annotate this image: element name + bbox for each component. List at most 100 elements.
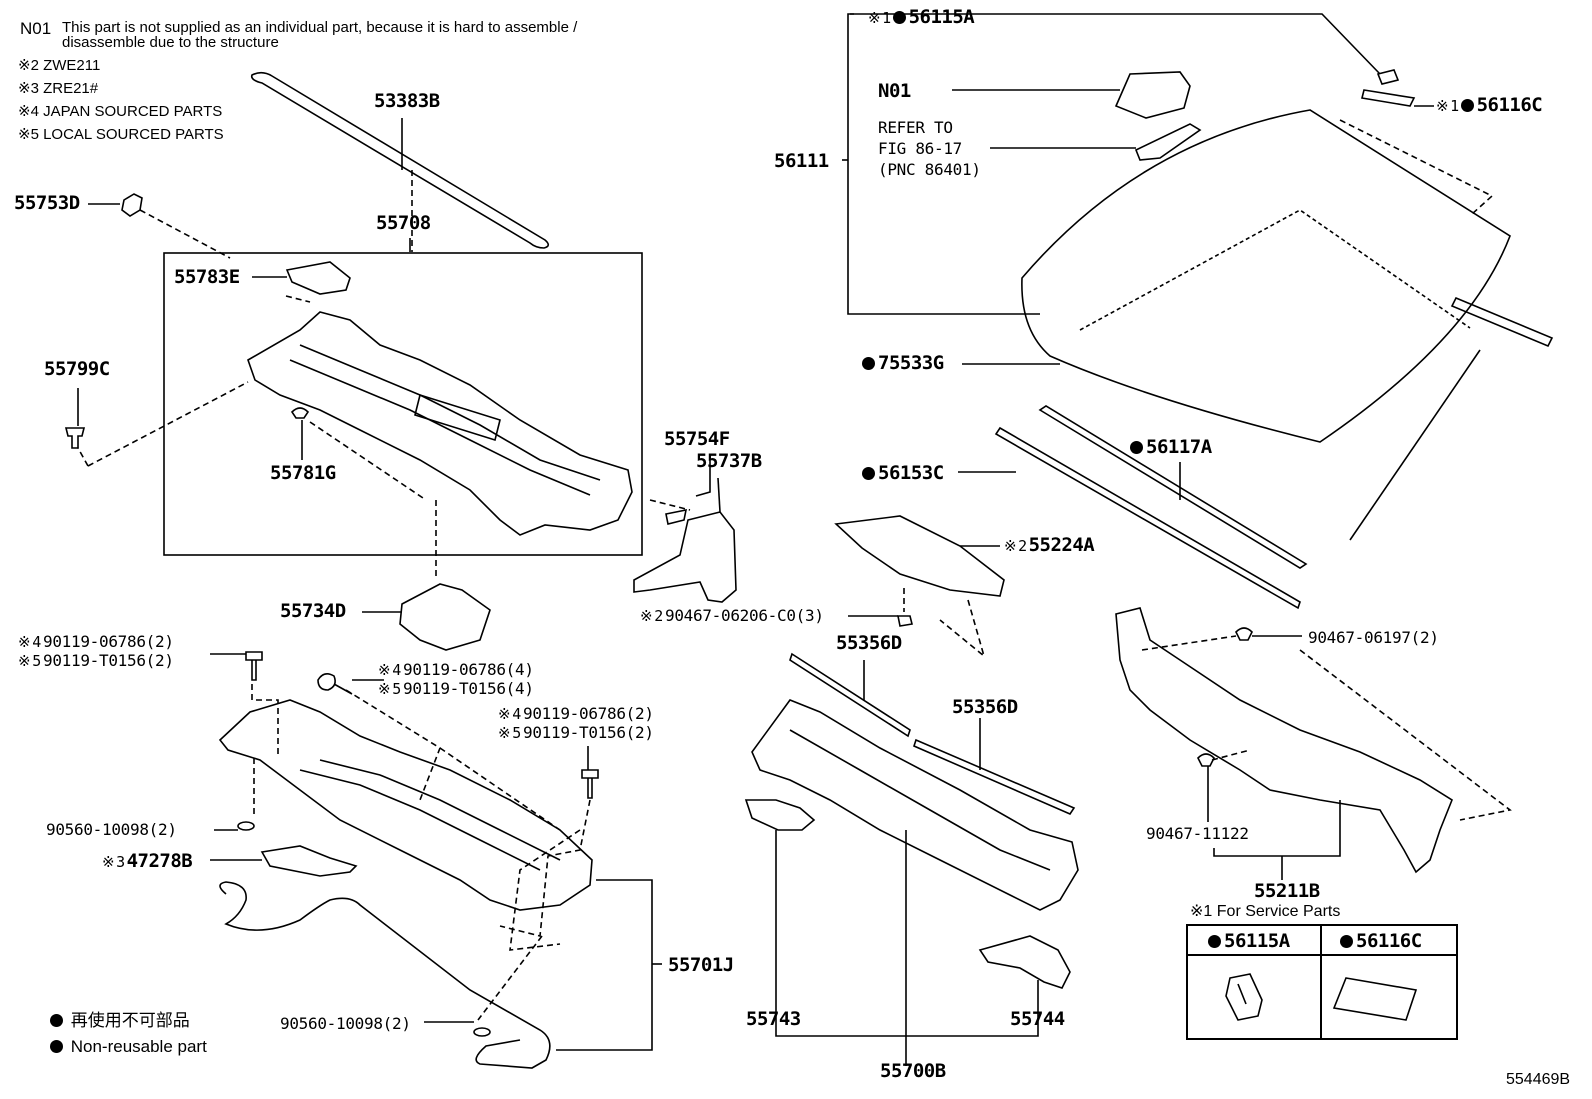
label-56153C: 56153C xyxy=(862,464,944,483)
label-90467-06197: 90467-06197(2) xyxy=(1308,628,1439,647)
clip-90467-06197 xyxy=(1235,627,1253,641)
note-5-text: 5 LOCAL SOURCED PARTS xyxy=(30,126,224,143)
non-reusable-dot-icon xyxy=(1130,441,1143,454)
ref-mark-num: 4 xyxy=(392,661,402,679)
label-refer-3: (PNC 86401) xyxy=(878,160,981,179)
nut-90467-06206 xyxy=(897,615,913,627)
label-56116C-text: 56116C xyxy=(1476,94,1543,116)
label-90467-11122: 90467-11122 xyxy=(1146,824,1249,843)
bolt-3 xyxy=(581,769,599,799)
label-55753D: 55753D xyxy=(14,192,80,214)
note-3-text: 3 ZRE21# xyxy=(30,80,99,97)
ref-mark: ※ xyxy=(378,661,391,679)
label-56111: 56111 xyxy=(774,150,829,172)
guide-lines xyxy=(77,119,1512,1021)
label-bolt-3a-text: 90119-06786(2) xyxy=(523,704,654,723)
ref-mark-num: 5 xyxy=(392,680,402,698)
note-mark: ※ xyxy=(18,126,31,143)
legend-jp-text: 再使用不可部品 xyxy=(70,1011,190,1030)
note-n01-text: This part is not supplied as an individu… xyxy=(62,19,578,36)
part-56111-windshield xyxy=(1021,109,1511,443)
note-4: ※4 JAPAN SOURCED PARTS xyxy=(18,104,222,119)
label-47278B-text: 47278B xyxy=(126,850,193,872)
clip-90467-11122 xyxy=(1197,753,1215,767)
ref-mark-num: 1 xyxy=(1450,97,1459,115)
non-reusable-dot-icon xyxy=(1340,935,1353,948)
label-55224A-text: 55224A xyxy=(1028,534,1095,556)
label-56115A-text: 56115A xyxy=(908,6,975,28)
label-bolt-1a-text: 90119-06786(2) xyxy=(43,632,174,651)
ref-mark: ※ xyxy=(498,724,511,742)
ref-mark-num: 1 xyxy=(1203,903,1213,920)
non-reusable-dot-icon xyxy=(1208,935,1221,948)
service-parts-art xyxy=(1225,973,1418,1021)
ref-mark: ※ xyxy=(640,607,653,625)
label-56153C-text: 56153C xyxy=(878,462,944,484)
ref-mark-num: 4 xyxy=(32,633,42,651)
service-label-b-text: 56116C xyxy=(1356,930,1422,952)
service-part-56115A xyxy=(1225,973,1263,1021)
label-53383B: 53383B xyxy=(374,90,440,112)
label-55737B: 55737B xyxy=(696,450,762,472)
label-55708: 55708 xyxy=(376,212,431,234)
hose xyxy=(219,881,551,1069)
label-bolt-2b-text: 90119-T0156(4) xyxy=(403,679,534,698)
part-56115A xyxy=(1376,69,1400,85)
label-refer-2: FIG 86-17 xyxy=(878,139,962,158)
label-55744: 55744 xyxy=(1010,1008,1065,1030)
part-55799C xyxy=(64,427,86,449)
part-55700B xyxy=(751,699,1079,911)
note-n01-code: N01 xyxy=(20,19,52,38)
label-56117A: 56117A xyxy=(1130,438,1212,457)
label-75533G: 75533G xyxy=(862,354,944,373)
part-56116C xyxy=(1361,89,1416,107)
non-reusable-dot-icon xyxy=(50,1040,63,1053)
label-55734D: 55734D xyxy=(280,600,346,622)
part-56117A xyxy=(1038,405,1308,569)
ref-mark-num: 5 xyxy=(32,652,42,670)
label-55356D-b: 55356D xyxy=(952,696,1018,718)
service-label-56116C: 56116C xyxy=(1340,932,1422,951)
note-2-text: 2 ZWE211 xyxy=(30,57,101,74)
part-55783E xyxy=(285,261,351,295)
note-4-text: 4 JAPAN SOURCED PARTS xyxy=(30,103,223,120)
note-mark: ※ xyxy=(18,57,31,74)
washer-2 xyxy=(473,1027,491,1037)
part-55356D-a xyxy=(789,652,911,738)
label-55701J: 55701J xyxy=(668,954,734,976)
note-2: ※2 ZWE211 xyxy=(18,58,100,73)
ref-mark-num: 2 xyxy=(1018,537,1027,555)
figure-id: 554469B xyxy=(1506,1071,1571,1088)
part-55744 xyxy=(978,935,1071,989)
label-75533G-text: 75533G xyxy=(878,352,944,374)
part-55754F xyxy=(665,508,688,525)
ref-mark-num: 3 xyxy=(116,853,125,871)
part-refer-86-17 xyxy=(1134,123,1202,161)
label-bolt-3b-text: 90119-T0156(2) xyxy=(523,723,654,742)
part-55708-cowl xyxy=(247,311,633,536)
service-label-a-text: 56115A xyxy=(1224,930,1290,952)
part-55753D xyxy=(121,193,143,217)
label-55743: 55743 xyxy=(746,1008,801,1030)
label-55783E: 55783E xyxy=(174,266,240,288)
note-n01-text2: disassemble due to the structure xyxy=(62,34,279,51)
label-55700B: 55700B xyxy=(880,1060,946,1082)
label-55799C: 55799C xyxy=(44,358,110,380)
label-55781G: 55781G xyxy=(270,462,336,484)
leader-lines xyxy=(77,13,1434,1066)
part-47278B xyxy=(260,845,358,877)
legend-en: Non-reusable part xyxy=(50,1038,207,1055)
part-55701J xyxy=(218,699,593,911)
ref-mark: ※ xyxy=(18,633,31,651)
ref-mark: ※ xyxy=(18,652,31,670)
part-55743 xyxy=(744,799,816,831)
